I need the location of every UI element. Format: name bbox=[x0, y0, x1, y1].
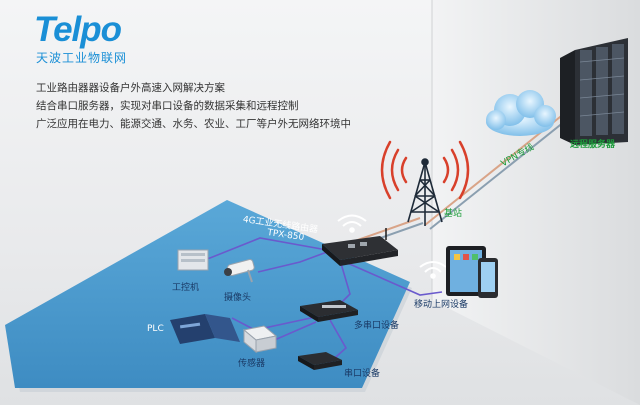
industrial-controller-label: 工控机 bbox=[172, 283, 200, 293]
plc-label: PLC bbox=[147, 324, 164, 334]
intro-line-2: 结合串口服务器，实现对串口设备的数据采集和远程控制 bbox=[36, 100, 299, 112]
mobile-devices-icon bbox=[446, 246, 498, 298]
base-station-tower-icon bbox=[407, 158, 443, 226]
sensor-icon bbox=[242, 325, 278, 354]
multi-serial-device-icon bbox=[300, 300, 358, 322]
base-station-label: 基站 bbox=[444, 209, 463, 219]
industrial-controller-icon bbox=[177, 249, 209, 271]
remote-server-label: 远程服务器 bbox=[570, 140, 616, 150]
signal-wave-icon bbox=[380, 140, 470, 200]
serial-device-icon bbox=[298, 352, 342, 370]
cloud-icon bbox=[486, 90, 556, 136]
camera-label: 摄像头 bbox=[224, 293, 252, 303]
plc-icon bbox=[170, 314, 240, 344]
mobile-wifi-icon bbox=[419, 261, 447, 279]
intro-line-3: 广泛应用在电力、能源交通、水务、农业、工厂等户外无网络环境中 bbox=[36, 118, 351, 130]
server-rack-icon bbox=[560, 38, 628, 145]
intro-line-1: 工业路由器器设备户外高速入网解决方案 bbox=[36, 82, 225, 94]
sensor-label: 传感器 bbox=[238, 359, 266, 369]
telpo-logo: Telpo bbox=[34, 10, 122, 49]
multi-serial-device-label: 多串口设备 bbox=[354, 321, 400, 331]
router-wifi-icon bbox=[337, 214, 367, 233]
brand-subtitle: 天波工业物联网 bbox=[36, 51, 128, 65]
4g-router-icon bbox=[322, 228, 398, 266]
mobile-device-label: 移动上网设备 bbox=[414, 300, 469, 310]
camera-icon bbox=[224, 259, 255, 283]
serial-device-label: 串口设备 bbox=[344, 369, 381, 379]
